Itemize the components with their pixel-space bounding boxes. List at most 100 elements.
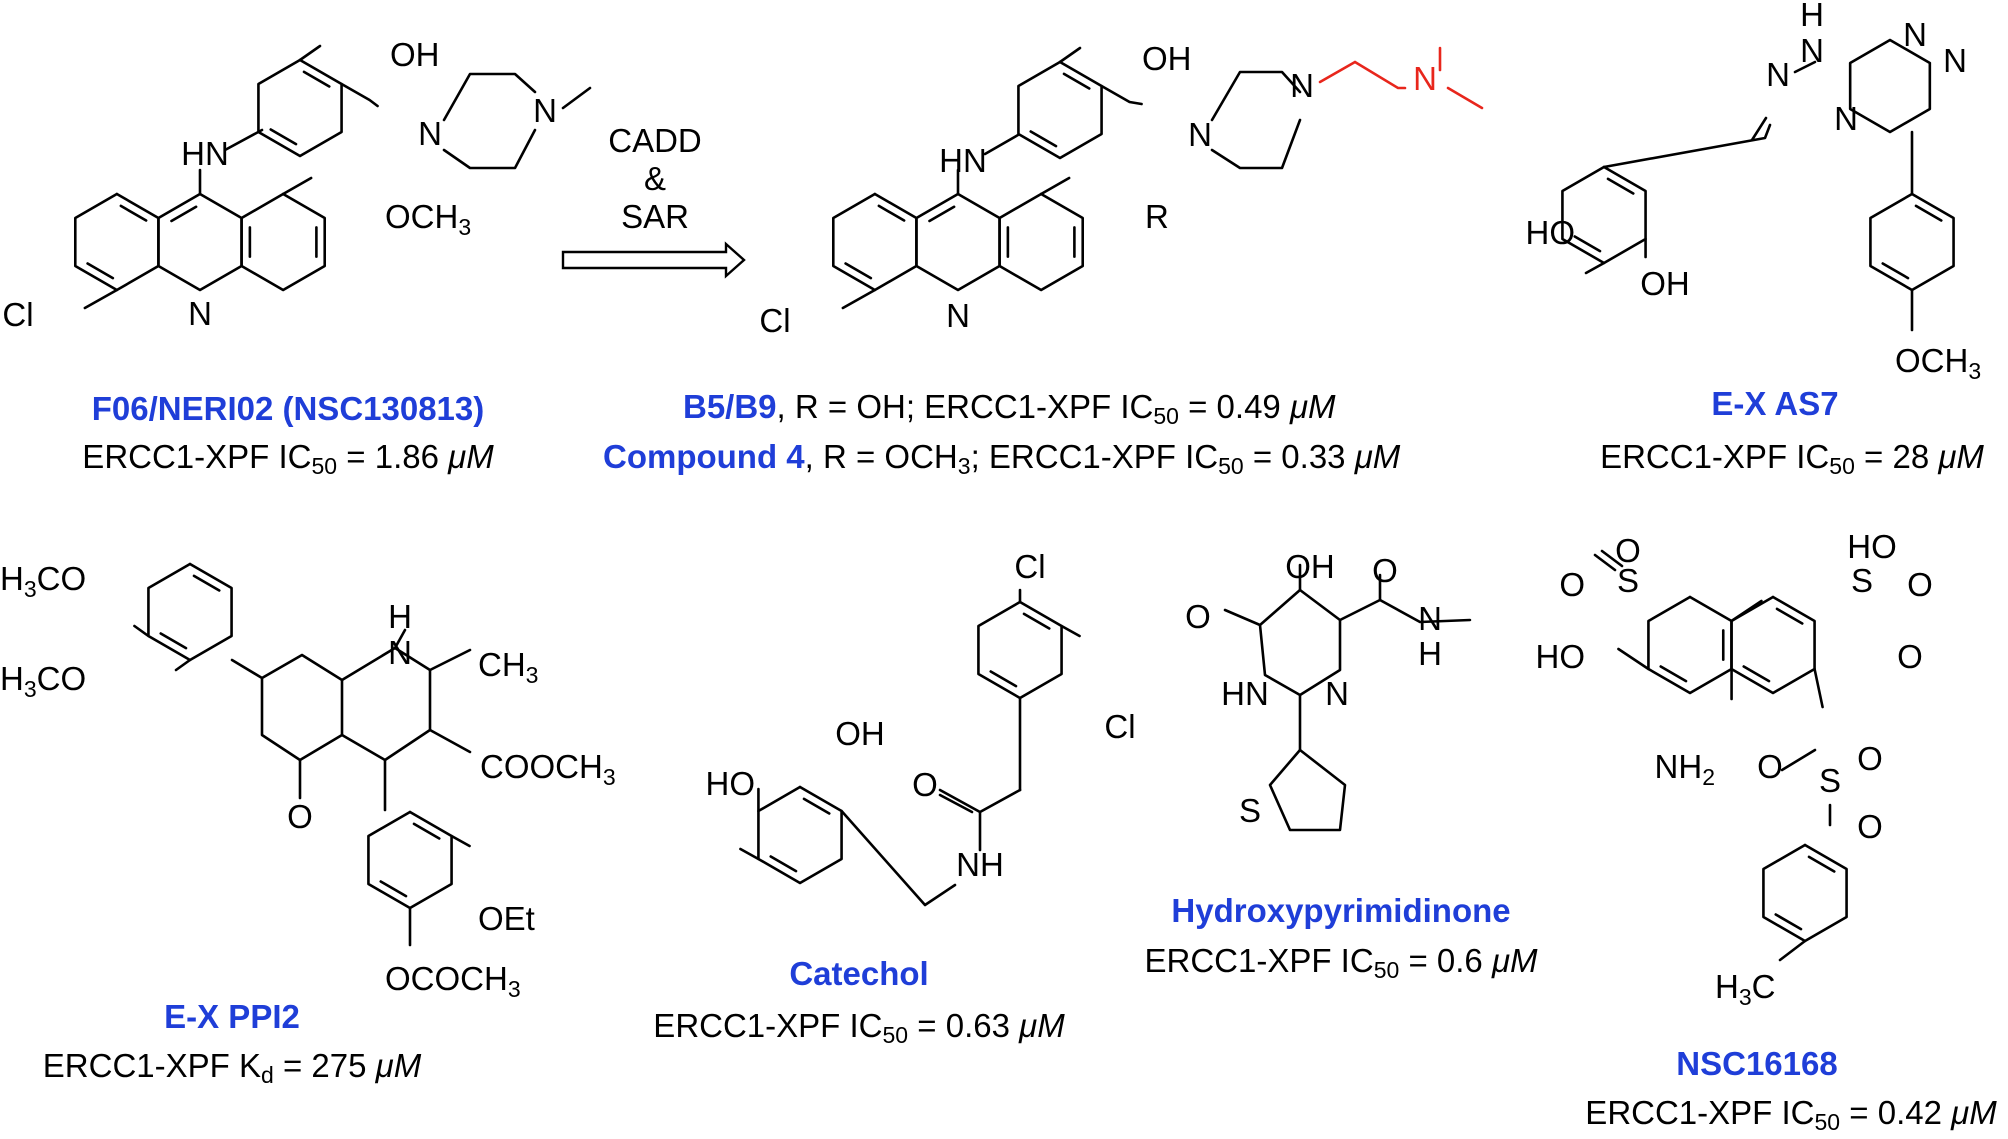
bond <box>412 822 441 840</box>
bond <box>1606 177 1635 195</box>
bond <box>757 785 843 885</box>
activity-f06: ERCC1-XPF IC50 = 1.86 μM <box>82 438 494 479</box>
bond <box>840 809 957 907</box>
reaction-arrow <box>561 241 746 279</box>
bond <box>133 624 150 638</box>
bond <box>428 728 472 754</box>
bond <box>1914 204 1943 222</box>
atom-oet: OEt <box>478 900 535 937</box>
atom-o-nsc1: O <box>1559 566 1585 603</box>
atom-h-hp: H <box>1418 635 1442 672</box>
atom-n-tz2: N <box>1943 42 1967 79</box>
atom-n: N <box>188 295 212 332</box>
bond <box>157 192 243 292</box>
bond <box>281 176 313 196</box>
bond <box>240 192 327 292</box>
arrow-label-cadd: CADD <box>608 122 702 159</box>
bond <box>978 788 1022 852</box>
atom-n-b: N <box>946 297 970 334</box>
bond <box>367 810 453 910</box>
highlight-bonds <box>1318 46 1484 110</box>
bond <box>844 262 873 280</box>
activity-catechol: ERCC1-XPF IC50 = 0.63 μM <box>653 1007 1065 1048</box>
bond <box>1807 855 1836 873</box>
compound-name-b5b9: B5/B9 <box>683 388 777 425</box>
atom-oh-as7: OH <box>1640 265 1690 302</box>
bond <box>1778 939 1807 962</box>
atom-n-red: N <box>1413 60 1437 97</box>
compound-name-exppi2: E-X PPI2 <box>164 998 300 1035</box>
bond <box>174 658 192 672</box>
compound-name-nsc16168: NSC16168 <box>1676 1045 1838 1082</box>
compound-name-catechol: Catechol <box>789 955 929 992</box>
bond <box>1774 913 1803 931</box>
bond <box>841 288 877 310</box>
atom-h3c-nsc: H3C <box>1715 968 1775 1010</box>
atom-ho-as7: HO <box>1526 214 1576 251</box>
atom-o-nsc7: O <box>1857 808 1883 845</box>
bond <box>983 133 1020 156</box>
atom-h-ppi2: H <box>388 598 412 635</box>
activity-hydroxypyrimidinone: ERCC1-XPF IC50 = 0.6 μM <box>1144 942 1538 983</box>
atom-s-hp: S <box>1239 792 1261 829</box>
atom-ococh3: OCOCH3 <box>385 960 521 1002</box>
bond <box>1647 595 1733 695</box>
bond <box>1100 84 1143 106</box>
atom-ho-nsc2: HO <box>1847 528 1897 565</box>
bond <box>1268 748 1347 832</box>
bond <box>302 70 331 88</box>
bond <box>938 793 974 814</box>
atom-oh: OH <box>390 36 440 73</box>
activity-exppi2: ERCC1-XPF Kd = 275 μM <box>42 1047 422 1088</box>
atom-cl-cat2: Cl <box>1104 708 1135 745</box>
caption-b5b9: B5/B9, R = OH; ERCC1-XPF IC50 = 0.49 μM <box>683 388 1336 429</box>
atom-ch3-ppi2: CH3 <box>478 646 538 688</box>
atom-nh-as7: N <box>1800 32 1824 69</box>
atom-n-as7: N <box>1766 56 1790 93</box>
atom-n-b1: N <box>1188 116 1212 153</box>
bond <box>73 192 160 292</box>
bond <box>989 670 1018 688</box>
atom-hn-hp: HN <box>1221 675 1269 712</box>
bond <box>739 847 760 861</box>
bond <box>147 562 233 662</box>
atom-cl-b: Cl <box>759 302 790 339</box>
bond <box>1573 235 1602 253</box>
atom-oh-b: OH <box>1142 40 1192 77</box>
arrow-label-sar: SAR <box>621 198 689 235</box>
bond <box>1659 665 1688 683</box>
atom-n-hp: N <box>1325 675 1349 712</box>
bond <box>1022 612 1051 630</box>
bond <box>1017 60 1103 160</box>
compound-name-hydroxypyrimidinone: Hydroxypyrimidinone <box>1171 892 1511 929</box>
bond <box>1617 647 1650 671</box>
bond <box>877 204 906 222</box>
bond <box>769 855 798 873</box>
bond <box>1223 608 1262 627</box>
atom-h3co-2: H3CO <box>0 660 86 702</box>
bond <box>450 834 471 848</box>
bond <box>428 648 472 672</box>
bond <box>379 880 408 898</box>
bond <box>977 600 1063 700</box>
bond <box>1793 60 1817 74</box>
atom-r: R <box>1145 198 1169 235</box>
bond <box>561 86 592 110</box>
bond <box>1062 72 1091 90</box>
bond <box>1742 665 1771 683</box>
bond <box>1060 624 1081 638</box>
atom-o-hp: O <box>1185 598 1211 635</box>
bond <box>1775 607 1804 625</box>
bond <box>1780 748 1817 772</box>
atom-o-hp2: O <box>1372 552 1398 589</box>
bond <box>257 58 343 158</box>
bond <box>1848 38 1932 134</box>
atom-o-cat: O <box>912 766 938 803</box>
atom-cl: Cl <box>2 296 33 333</box>
bond <box>1039 176 1071 196</box>
bond <box>915 192 1001 292</box>
bond <box>1058 46 1082 64</box>
bond <box>1600 549 1624 568</box>
bond <box>802 797 831 815</box>
